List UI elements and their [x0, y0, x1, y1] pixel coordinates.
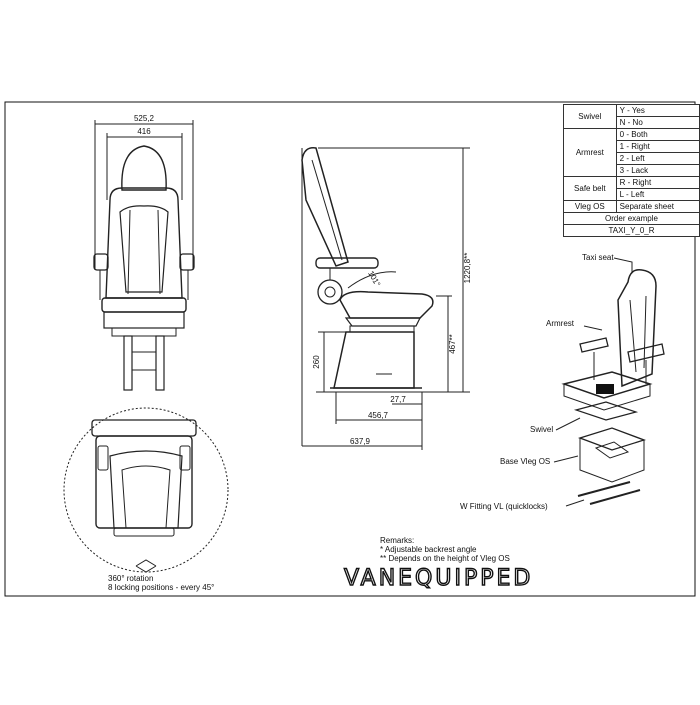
dim-27-7: 27,7: [390, 395, 406, 404]
dim-base-height: 260: [312, 355, 321, 369]
remarks: Remarks: * Adjustable backrest angle ** …: [380, 536, 510, 563]
isometric-view: [553, 257, 665, 507]
side-view: [301, 147, 470, 450]
option-value: 1 - Right: [615, 140, 700, 153]
brand-logo: VANEQUIPPED: [343, 565, 534, 591]
option-value: 3 - Lack: [615, 164, 700, 177]
option-key-safe-belt: Safe belt: [563, 176, 617, 201]
dim-total-height: 1220,8**: [463, 253, 472, 284]
table-row: Swivel Y - Yes: [563, 104, 700, 129]
option-value: 2 - Left: [615, 152, 700, 165]
remarks-title: Remarks:: [380, 536, 415, 545]
sheet-border: [4, 101, 696, 597]
rotation-note: 360° rotation 8 locking positions - ever…: [108, 574, 214, 592]
option-key-swivel: Swivel: [563, 104, 617, 129]
option-value: N - No: [615, 116, 700, 129]
callout-taxi-seat: Taxi seat: [582, 253, 614, 262]
dim-width-inner: 416: [137, 127, 151, 136]
order-example-label: Order example: [563, 212, 700, 225]
callout-base: Base Vleg OS: [500, 457, 550, 466]
order-example-value: TAXI_Y_0_R: [563, 224, 700, 237]
option-value: R - Right: [615, 176, 700, 189]
options-table: Swivel Y - Yes N - No Armrest 0 - Both 1…: [563, 104, 700, 237]
table-row: TAXI_Y_0_R: [563, 224, 700, 237]
rotation-line: 8 locking positions - every 45°: [108, 583, 215, 592]
callout-armrest: Armrest: [546, 319, 575, 328]
table-row: Order example: [563, 212, 700, 225]
callout-fitting: W Fitting VL (quicklocks): [460, 502, 548, 511]
front-view: [93, 120, 195, 391]
rotation-line: 360° rotation: [108, 574, 154, 583]
option-key-armrest: Armrest: [563, 128, 617, 177]
dim-backrest-angle: 101°: [366, 269, 382, 288]
table-row: Safe belt R - Right: [563, 176, 700, 201]
option-key-vleg-os: Vleg OS: [563, 200, 617, 213]
dim-456-7: 456,7: [368, 411, 389, 420]
dim-width-overall: 525,2: [134, 114, 155, 123]
remarks-line: * Adjustable backrest angle: [380, 545, 477, 554]
remarks-line: ** Depends on the height of Vleg OS: [380, 554, 510, 563]
table-row: Armrest 0 - Both: [563, 128, 700, 177]
option-value: L - Left: [615, 188, 700, 201]
option-value: Y - Yes: [615, 104, 700, 117]
option-value: 0 - Both: [615, 128, 700, 141]
option-value: Separate sheet: [615, 200, 700, 213]
top-view: [63, 407, 229, 573]
callout-swivel: Swivel: [530, 425, 553, 434]
table-row: Vleg OS Separate sheet: [563, 200, 700, 213]
dim-637-9: 637,9: [350, 437, 371, 446]
dim-mid-height: 467**: [448, 334, 457, 354]
